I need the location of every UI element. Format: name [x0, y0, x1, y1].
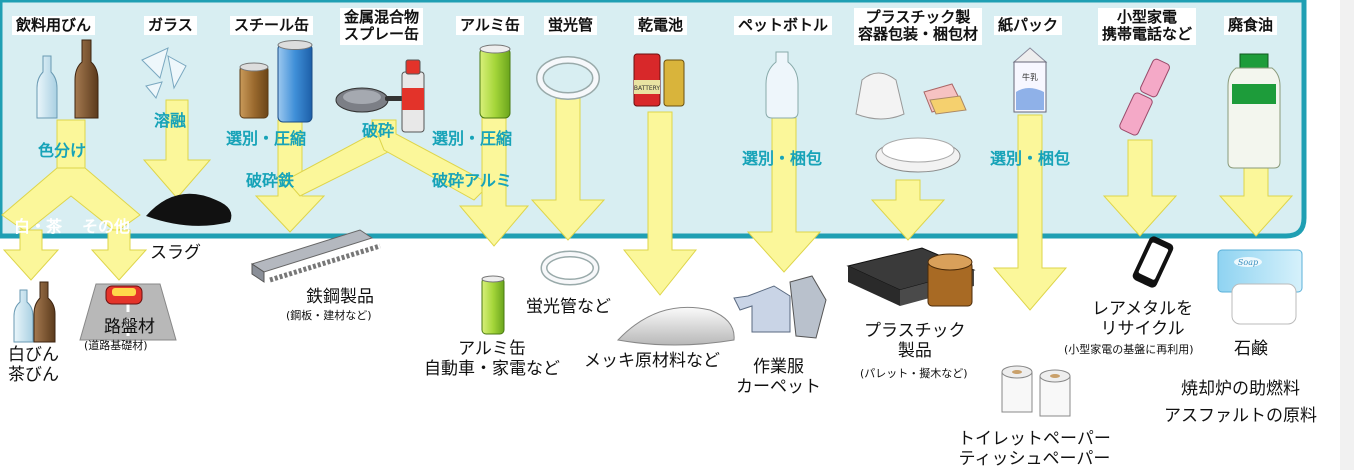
bottle-icon: [36, 39, 99, 119]
product-steel-note: (鋼板・建材など): [286, 309, 372, 322]
process-sort-color: 色分け: [38, 141, 87, 160]
roadbed-icon: [79, 283, 177, 341]
product-toilet-paper: トイレットペーパー ティッシュペーパー: [958, 429, 1111, 469]
process-select-compress-alum: 選別・圧縮: [432, 129, 513, 148]
process-melt: 溶融: [154, 111, 187, 130]
product-rare-metal-note: (小型家電の基盤に再利用): [1064, 343, 1194, 356]
product-plastic-note: (パレット・擬木など): [860, 367, 968, 380]
arrow-white-brown: [2, 229, 60, 281]
arrow-pet: [746, 117, 822, 273]
flip-phone-icon: [1119, 58, 1170, 136]
arrow-other: [90, 229, 148, 281]
product-fuel: 焼却炉の助燃料 アスファルトの原料: [1164, 379, 1317, 427]
sorted-bottles-icon: [13, 281, 56, 343]
process-crush: 破砕: [362, 121, 395, 140]
arrows: [1, 94, 1294, 311]
milk-label: 牛乳: [1022, 72, 1038, 82]
oil-bottle-icon: [1227, 53, 1281, 169]
product-plastic: プラスチック 製品: [864, 321, 966, 361]
alum-can-product-icon: [481, 275, 505, 335]
product-slag: スラグ: [150, 243, 201, 263]
arrow-glass: [142, 99, 212, 199]
milk-carton-icon: 牛乳: [1012, 47, 1048, 113]
category-steel-can: スチール缶: [230, 16, 314, 36]
soap-icon: Soap: [1217, 249, 1303, 325]
arrow-bottle-split: [1, 167, 141, 233]
fluorescent-ring-icon: [536, 56, 600, 100]
arrow-alum: [458, 117, 530, 247]
arrow-fluor: [530, 94, 606, 241]
process-select-compress-steel: 選別・圧縮: [226, 129, 307, 148]
clothes-icon: [733, 275, 827, 339]
product-steel: 鉄鋼製品: [306, 287, 374, 307]
slag-heap-icon: [146, 193, 232, 226]
category-paper-pack: 紙パック: [994, 16, 1063, 36]
category-bottle: 飲料用びん: [12, 16, 96, 36]
alum-can-icon: [479, 44, 511, 119]
category-plastic: プラスチック製 容器包装・梱包材: [854, 8, 983, 45]
category-fluorescent: 蛍光管: [544, 16, 598, 36]
product-rare-metal: レアメタルを リサイクル: [1092, 299, 1194, 339]
plastic-items-icon: [855, 72, 967, 173]
battery-label: BATTERY: [634, 85, 661, 92]
process-select-pack-pet: 選別・梱包: [742, 149, 823, 168]
product-roadbed-note: (道路基礎材): [84, 339, 148, 352]
process-crushed-iron: 破砕鉄: [246, 171, 295, 190]
pet-bottle-icon: [765, 51, 799, 119]
category-battery: 乾電池: [634, 16, 688, 36]
battery-icon: BATTERY: [633, 53, 685, 107]
process-white-brown: 白・茶: [14, 217, 63, 236]
process-select-pack-paper: 選別・梱包: [990, 149, 1071, 168]
pan-spray-icon: [335, 59, 425, 133]
soap-brand-text: Soap: [1238, 258, 1258, 267]
category-small-appliance: 小型家電 携帯電話など: [1098, 8, 1197, 45]
arrow-smallapp: [1102, 139, 1178, 237]
steel-can-icon: [239, 40, 313, 123]
category-alum-can: アルミ缶: [456, 16, 524, 36]
pallet-icon: [846, 247, 976, 307]
steel-beam-icon: [250, 229, 381, 283]
product-fluorescent: 蛍光管など: [526, 297, 611, 317]
glass-shards-icon: [141, 47, 187, 99]
arrow-battery: [622, 111, 698, 296]
product-soap: 石鹸: [1234, 339, 1268, 359]
product-alum: アルミ缶 自動車・家電など: [424, 339, 560, 379]
toilet-paper-icon: [1001, 365, 1071, 417]
fluorescent-product-icon: [540, 250, 600, 286]
process-crushed-alum: 破砕アルミ: [432, 171, 512, 190]
arrow-plastic: [870, 179, 946, 241]
category-waste-oil: 廃食油: [1224, 16, 1278, 36]
category-pet-bottle: ペットボトル: [734, 16, 833, 36]
process-other: その他: [82, 217, 131, 236]
category-metal-mix: 金属混合物 スプレー缶: [340, 8, 424, 45]
side-strip: [1340, 0, 1354, 470]
arrow-steel: [254, 119, 326, 233]
product-clothes: 作業服 カーペット: [736, 357, 821, 397]
product-white-brown-bottle: 白びん 茶びん: [8, 345, 59, 385]
category-glass: ガラス: [144, 16, 197, 36]
plating-pile-icon: [616, 306, 735, 346]
product-plating: メッキ原材料など: [584, 351, 720, 371]
smartphone-icon: [1132, 236, 1174, 288]
product-roadbed: 路盤材: [104, 317, 155, 337]
arrow-paperpack: [992, 114, 1068, 311]
